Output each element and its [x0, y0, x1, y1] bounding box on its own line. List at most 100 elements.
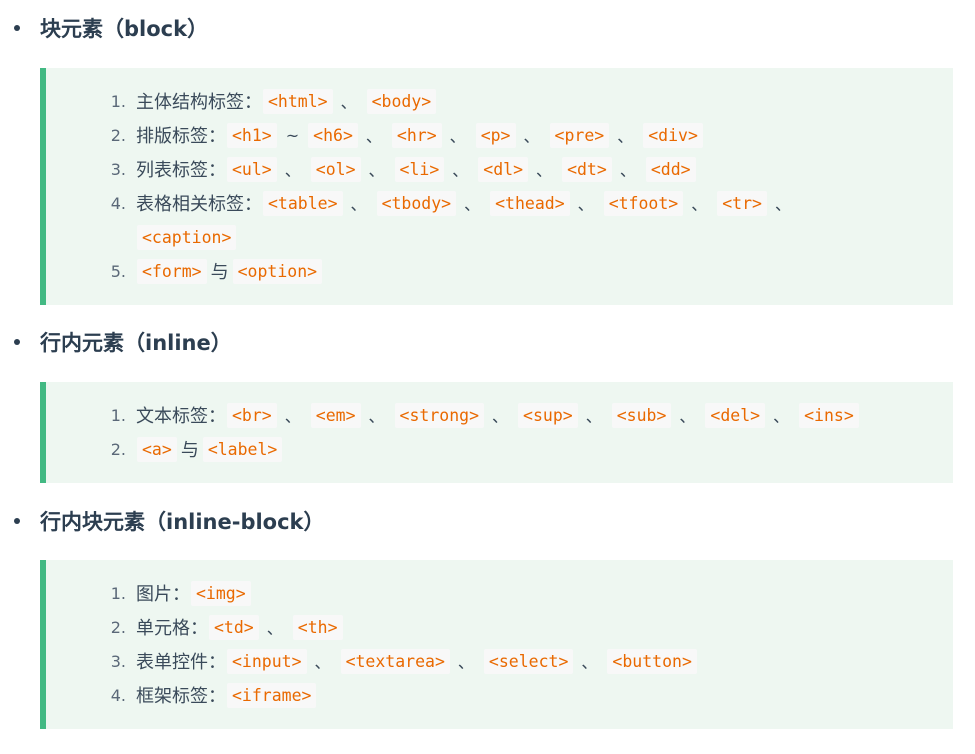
separator: 、 [773, 407, 790, 426]
list-number: 2. [110, 125, 126, 145]
section-heading-inline: 行内元素（inline） [14, 326, 232, 358]
item-label: 表单控件： [136, 652, 226, 673]
separator: 、 [314, 653, 331, 672]
tip-block-block: 1. 主体结构标签： <html> 、 <body> 2. 排版标签： <h1> ~ <… [40, 68, 953, 305]
code-tag: <hr> [391, 122, 442, 148]
code-tag: <dd> [645, 156, 696, 182]
list-item: 1. 图片： <img> [106, 576, 933, 610]
code-tag: <h1> [227, 122, 277, 148]
code-tag: <iframe> [227, 682, 317, 708]
code-tag: <textarea> [340, 648, 450, 674]
separator: 、 [457, 653, 474, 672]
section-heading-inline-block: 行内块元素（inline-block） [14, 505, 325, 537]
separator: 、 [691, 195, 708, 214]
code-tag: <caption> [137, 224, 237, 250]
list-item: 1. 文本标签： <br> 、 <em> 、 <strong> 、 <sup> 、 <sub> 、… [106, 398, 933, 432]
list-item: 5. <form>与<option> [106, 254, 933, 288]
separator: 、 [492, 407, 509, 426]
item-label: 排版标签： [136, 126, 226, 147]
bullet-icon [14, 25, 20, 31]
code-tag: <sub> [611, 402, 672, 428]
list-number: 4. [110, 194, 126, 213]
separator: 、 [340, 93, 357, 112]
code-tag: <dt> [562, 156, 612, 182]
separator: 、 [617, 127, 634, 146]
code-tag: <dl> [478, 156, 529, 182]
list-item: 1. 主体结构标签： <html> 、 <body> [106, 84, 933, 118]
code-tag: <form> [137, 258, 207, 284]
code-tag: <ul> [227, 156, 277, 182]
code-tag: <div> [643, 122, 703, 148]
item-label: 图片： [136, 584, 190, 605]
code-tag: <button> [607, 648, 697, 674]
list-number: 3. [110, 159, 126, 179]
separator: 、 [449, 127, 466, 146]
separator: 、 [368, 407, 385, 426]
separator: 与 [180, 440, 199, 461]
bullet-icon [14, 518, 20, 524]
item-label: 表格相关标签： [136, 194, 262, 215]
code-tag: <img> [191, 580, 251, 606]
code-tag: <sup> [518, 402, 578, 428]
code-tag: <tbody> [376, 190, 457, 216]
code-tag: <table> [263, 190, 343, 216]
code-tag: <li> [394, 156, 445, 182]
separator: 、 [284, 407, 301, 426]
code-tag: <strong> [394, 402, 485, 428]
separator: 、 [775, 195, 792, 214]
code-tag: <input> [227, 648, 307, 674]
list-item: 3. 表单控件： <input> 、 <textarea> 、 <select> 、 <bu… [106, 644, 933, 678]
code-tag: <br> [227, 402, 277, 428]
bullet-icon [14, 339, 20, 345]
item-label: 主体结构标签： [136, 92, 262, 113]
code-tag: <label> [202, 436, 283, 462]
code-tag: <em> [310, 402, 361, 428]
code-tag: <thead> [490, 190, 570, 216]
code-tag: <p> [475, 122, 516, 148]
list-number: 1. [110, 583, 126, 603]
tip-block-inline: 1. 文本标签： <br> 、 <em> 、 <strong> 、 <sup> 、 <sub> 、… [40, 382, 953, 483]
separator: 、 [679, 407, 696, 426]
list-number: 1. [110, 91, 126, 111]
item-label: 列表标签： [136, 160, 226, 181]
section-title: 块元素（block） [40, 17, 209, 41]
code-tag: <html> [263, 88, 333, 114]
code-tag: <ol> [310, 156, 361, 182]
separator: 、 [464, 195, 481, 214]
item-label: 文本标签： [136, 406, 226, 427]
code-tag: <h6> [308, 122, 358, 148]
code-tag: <tfoot> [603, 190, 684, 216]
separator: 、 [581, 653, 598, 672]
list-item: 2. 排版标签： <h1>~<h6>、<hr>、<p>、<pre>、<div> [106, 118, 933, 152]
separator: 、 [365, 127, 382, 146]
list-item: 4. 框架标签： <iframe> [106, 678, 933, 712]
separator: 、 [585, 407, 602, 426]
code-tag: <a> [137, 436, 177, 462]
separator: 、 [619, 161, 636, 180]
code-tag: <td> [209, 614, 259, 640]
code-tag: <body> [366, 88, 437, 114]
list-number: 4. [110, 685, 126, 705]
code-tag: <del> [705, 402, 766, 428]
separator: 、 [284, 161, 301, 180]
separator: 、 [368, 161, 385, 180]
list-item: 4. 表格相关标签： <table> 、 <tbody> 、 <thead> 、 <tfoo… [106, 186, 933, 254]
list-number: 3. [110, 651, 126, 671]
code-tag: <select> [483, 648, 574, 674]
separator: 、 [266, 619, 283, 638]
separator: 、 [577, 195, 594, 214]
code-tag: <tr> [717, 190, 767, 216]
separator: ~ [285, 125, 300, 145]
separator: 、 [350, 195, 367, 214]
list-number: 5. [110, 261, 126, 281]
separator: 与 [210, 262, 229, 283]
code-tag: <option> [232, 258, 323, 284]
list-number: 2. [110, 439, 126, 459]
item-label: 框架标签： [136, 686, 226, 707]
code-tag: <ins> [799, 402, 859, 428]
list-number: 1. [110, 405, 126, 425]
section-title: 行内元素（inline） [40, 331, 232, 355]
separator: 、 [452, 161, 469, 180]
list-number: 2. [110, 617, 126, 637]
code-tag: <pre> [549, 122, 610, 148]
